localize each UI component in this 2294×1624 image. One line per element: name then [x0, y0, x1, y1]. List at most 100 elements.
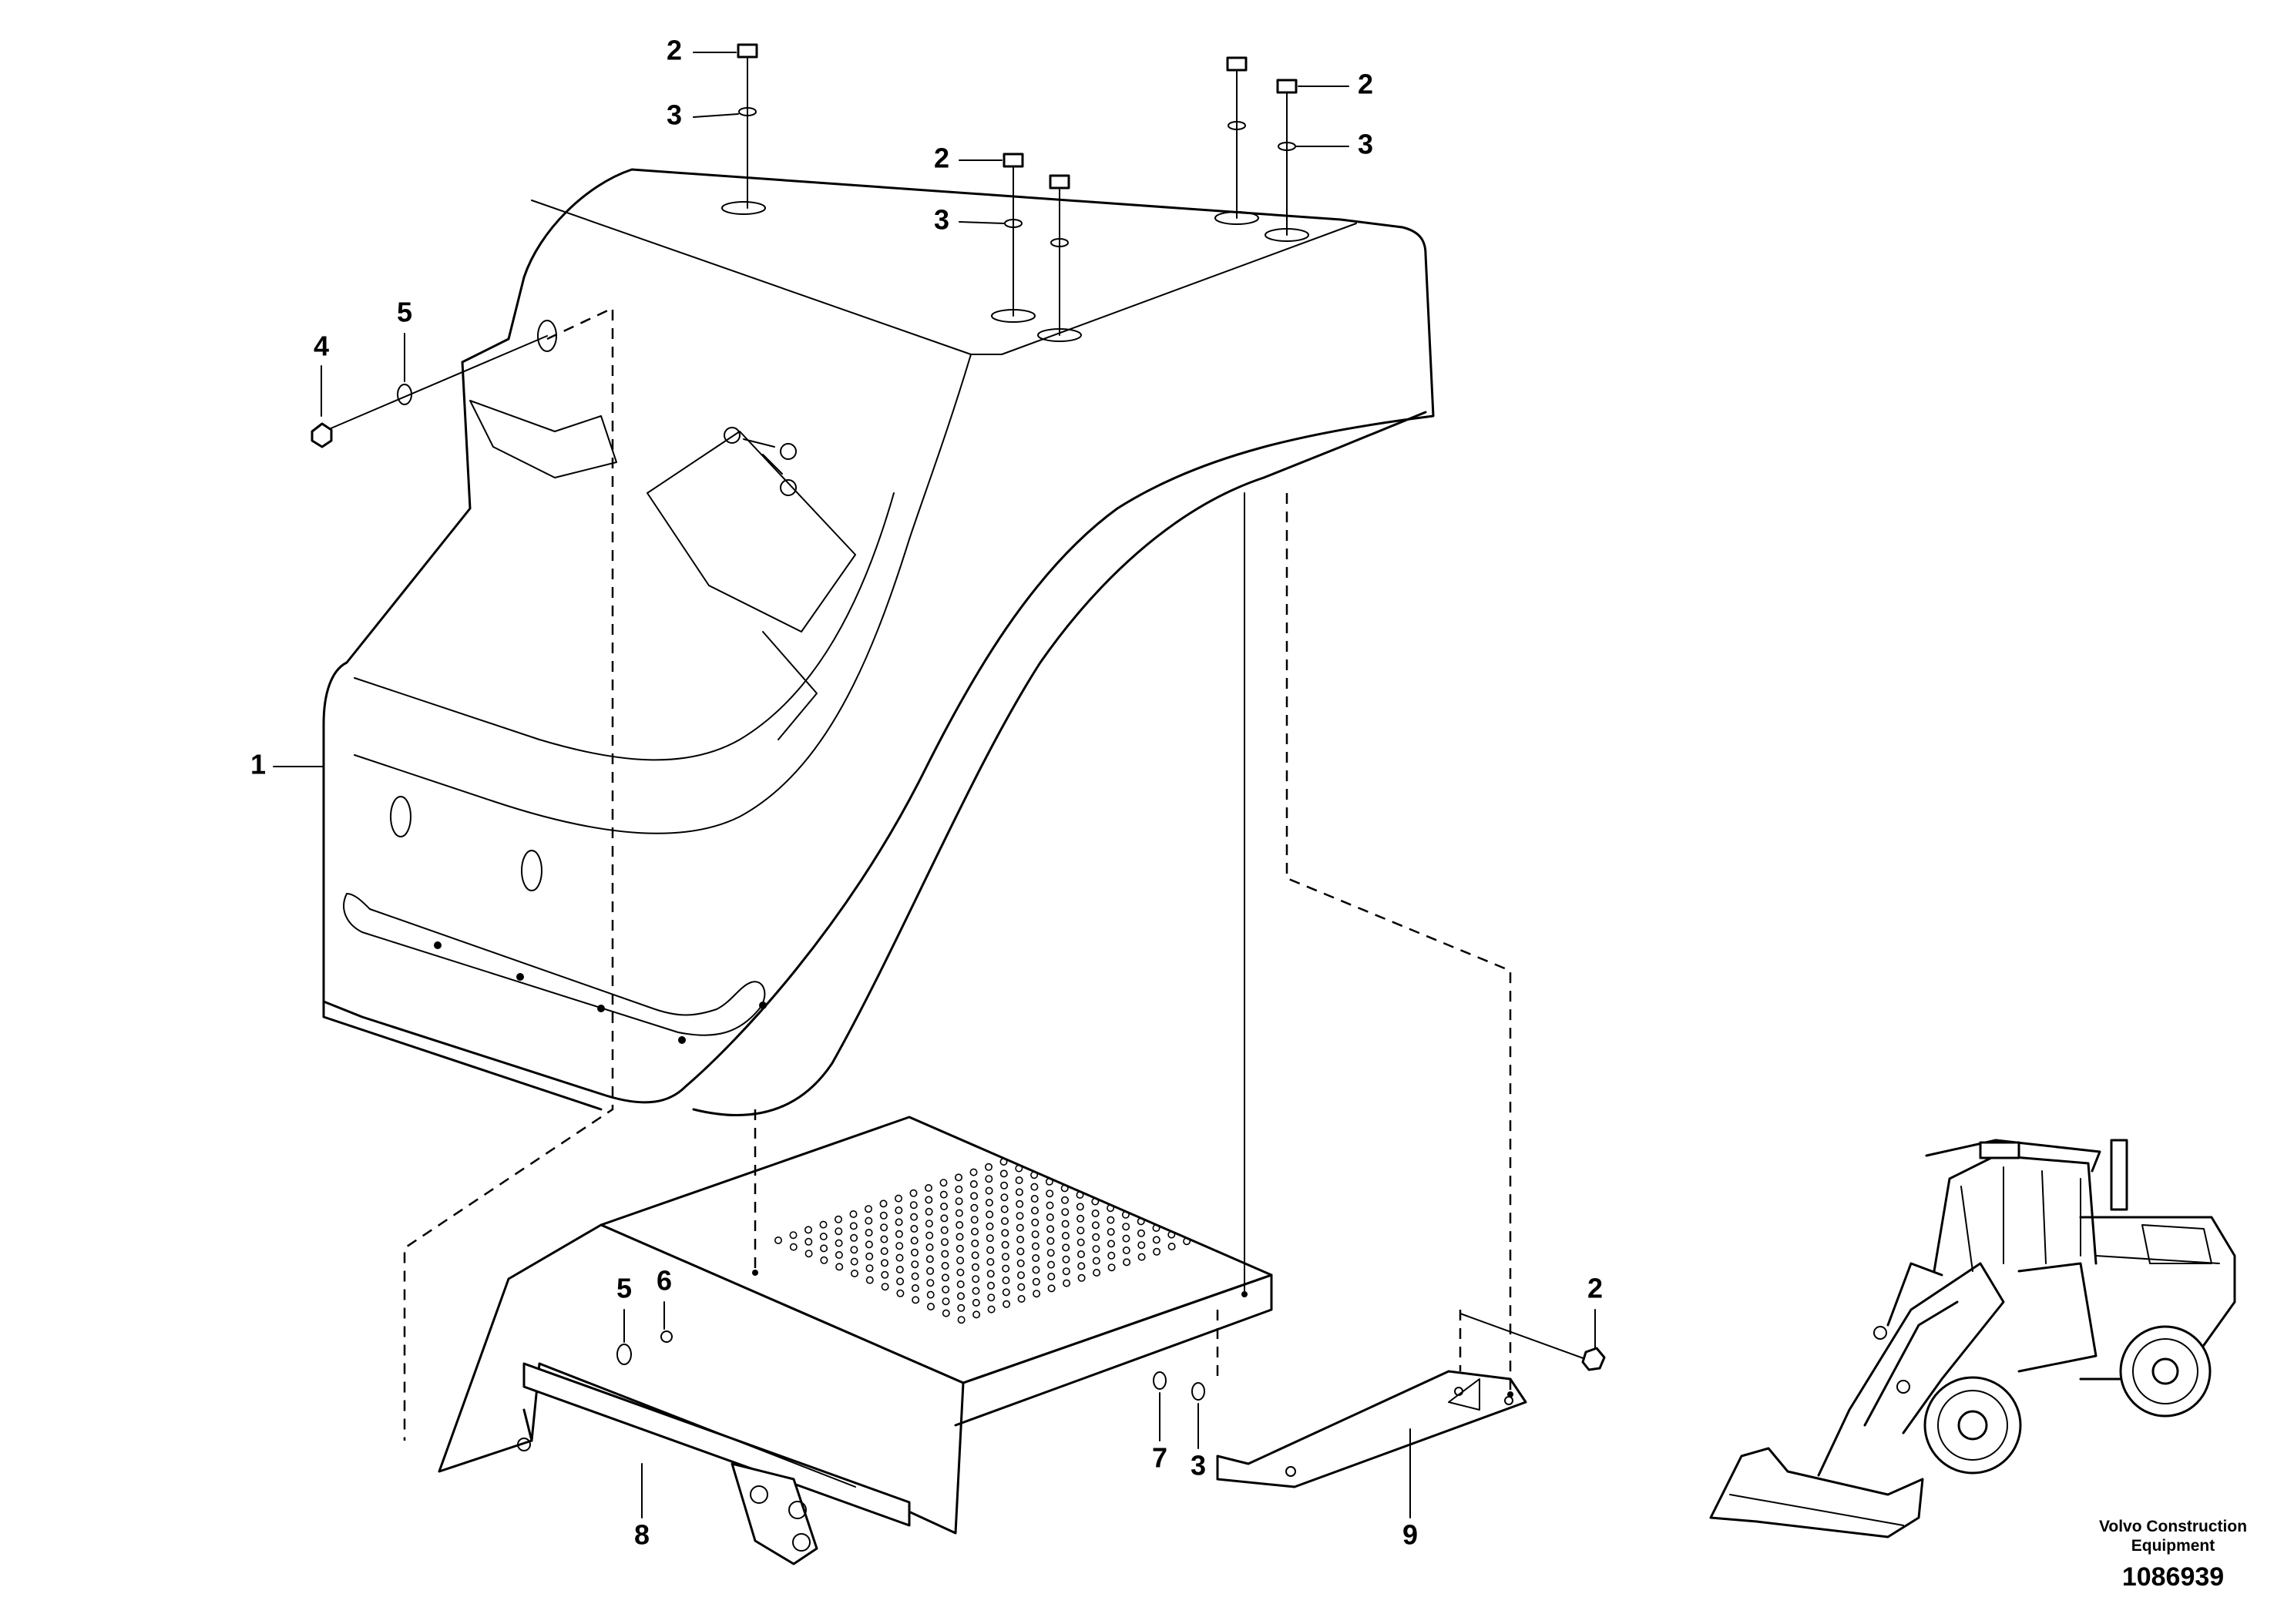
perforation-hole — [1016, 1259, 1025, 1267]
perforation-hole — [942, 1309, 950, 1317]
perforation-hole — [1107, 1216, 1115, 1224]
perforation-hole — [820, 1244, 828, 1253]
callout-5: 5 — [616, 1273, 632, 1304]
perforation-hole — [1167, 1243, 1176, 1251]
perforation-hole — [865, 1216, 873, 1225]
perforation-hole — [1015, 1176, 1023, 1185]
callout-6: 6 — [657, 1265, 672, 1297]
perforation-hole — [865, 1276, 874, 1284]
perforation-hole — [987, 1305, 996, 1314]
perforation-hole — [804, 1237, 813, 1246]
perforation-hole — [850, 1257, 858, 1266]
bracket-part — [1216, 1370, 1527, 1488]
perforation-hole — [1017, 1283, 1026, 1291]
perforation-hole — [972, 1287, 980, 1295]
perforation-hole — [926, 1279, 935, 1287]
perforation-hole — [1045, 1177, 1053, 1186]
perforation-hole — [987, 1281, 996, 1290]
perforation-hole — [1046, 1213, 1054, 1222]
perforation-hole — [1002, 1288, 1010, 1297]
callout-labels: 1 2 3 2 3 2 3 4 5 5 6 7 3 8 9 2 — [250, 35, 1603, 1551]
perforation-hole — [1047, 1260, 1056, 1269]
perforation-hole — [895, 1230, 903, 1238]
perforation-hole — [1000, 1193, 1009, 1202]
perforation-hole — [804, 1250, 813, 1258]
perforation-hole — [985, 1199, 993, 1207]
perforation-hole — [1046, 1189, 1054, 1198]
document-number: 1086939 — [2122, 1562, 2224, 1592]
perforation-hole — [1046, 1249, 1055, 1257]
perforation-hole — [1016, 1200, 1024, 1208]
perforation-hole — [1137, 1253, 1146, 1261]
perforation-hole — [1001, 1217, 1009, 1226]
perforation-hole — [879, 1200, 888, 1208]
perforation-hole — [1093, 1269, 1101, 1277]
perforation-hole — [911, 1260, 919, 1269]
perforation-hole — [910, 1213, 919, 1221]
perforation-hole — [1062, 1243, 1070, 1252]
perforation-hole — [971, 1263, 979, 1271]
perforation-hole — [927, 1303, 935, 1311]
perforation-hole — [1122, 1247, 1130, 1255]
perforation-hole — [1077, 1250, 1086, 1259]
perforation-hole — [925, 1184, 933, 1193]
perforation-hole — [955, 1209, 963, 1217]
perforation-hole — [971, 1227, 979, 1236]
perforation-hole — [1016, 1236, 1025, 1244]
perforation-hole — [970, 1216, 979, 1224]
perforation-hole — [1092, 1233, 1100, 1241]
perforation-hole — [820, 1256, 828, 1264]
callout-1: 1 — [250, 749, 266, 780]
callout-3: 3 — [1191, 1450, 1206, 1481]
perforation-hole — [972, 1275, 980, 1283]
perforation-hole — [1107, 1228, 1115, 1236]
perforation-hole — [1000, 1181, 1009, 1189]
perforation-hole — [1046, 1201, 1054, 1210]
perforation-hole — [1016, 1212, 1024, 1220]
perforation-hole — [835, 1215, 843, 1223]
perforation-hole — [970, 1203, 979, 1212]
perforation-hole — [896, 1277, 905, 1286]
perforation-hole — [835, 1263, 844, 1271]
perforation-hole — [1001, 1229, 1009, 1237]
perforation-hole — [865, 1229, 873, 1237]
perforation-hole — [941, 1262, 949, 1270]
perforation-hole — [925, 1220, 933, 1228]
perforation-hole — [986, 1246, 995, 1254]
perforation-hole — [895, 1266, 904, 1274]
step-plate-hole-pattern — [774, 1158, 1191, 1324]
perforation-hole — [895, 1194, 903, 1203]
perforation-hole — [956, 1244, 964, 1253]
perforation-hole — [1122, 1223, 1130, 1231]
perforation-hole — [819, 1233, 828, 1241]
perforation-hole — [912, 1296, 920, 1304]
perforation-hole — [849, 1210, 858, 1219]
perforation-hole — [1123, 1258, 1131, 1267]
perforation-hole — [850, 1233, 858, 1242]
perforation-hole — [1017, 1271, 1026, 1280]
perforation-hole — [1047, 1273, 1056, 1281]
perforation-hole — [1137, 1217, 1145, 1226]
perforation-hole — [956, 1233, 964, 1241]
perforation-hole — [942, 1297, 950, 1306]
perforation-hole — [986, 1234, 994, 1243]
leader-lines — [273, 52, 1596, 1518]
step-plate-part — [438, 1116, 1273, 1565]
perforation-hole — [940, 1226, 949, 1234]
perforation-hole — [971, 1240, 979, 1248]
perforation-hole — [1107, 1240, 1116, 1248]
perforation-hole — [956, 1268, 965, 1277]
callout-7: 7 — [1152, 1442, 1167, 1474]
perforation-hole — [957, 1316, 966, 1324]
callout-2: 2 — [1587, 1273, 1603, 1304]
perforation-hole — [911, 1248, 919, 1257]
perforation-hole — [1092, 1257, 1100, 1265]
perforation-hole — [941, 1250, 949, 1258]
perforation-hole — [925, 1207, 933, 1216]
perforation-hole — [835, 1251, 843, 1260]
perforation-hole — [895, 1253, 904, 1262]
perforation-hole — [1167, 1230, 1176, 1239]
perforation-hole — [1033, 1290, 1041, 1298]
perforation-hole — [1063, 1279, 1071, 1287]
